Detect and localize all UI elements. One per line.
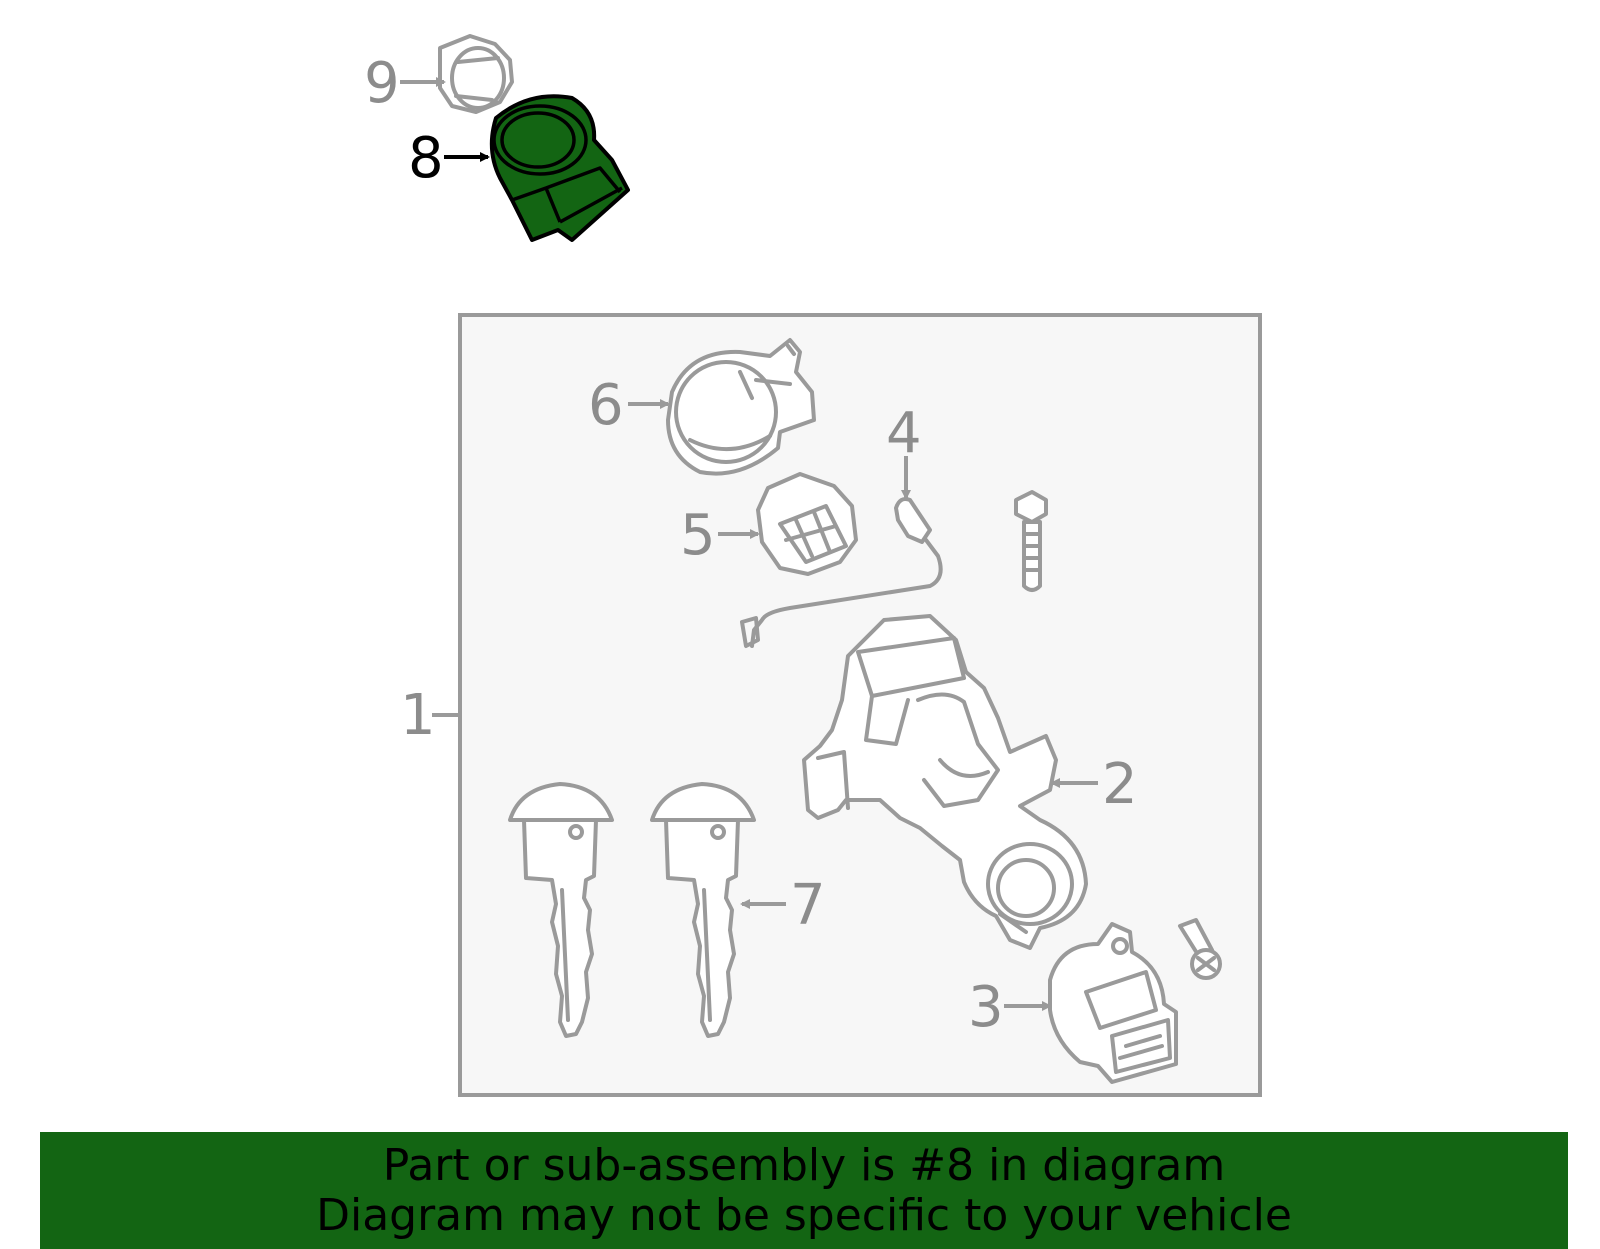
banner-line-1: Part or sub-assembly is #8 in diagram — [382, 1139, 1226, 1191]
callout-4: 4 — [886, 401, 922, 466]
screw — [1178, 918, 1222, 980]
part-6-bracket[interactable] — [666, 338, 816, 476]
part-8-housing[interactable] — [489, 94, 630, 242]
bolt — [1014, 490, 1048, 592]
callout-9: 9 — [364, 51, 400, 116]
part-7-key-left[interactable] — [508, 782, 614, 1038]
callout-5: 5 — [680, 503, 716, 568]
callout-1: 1 — [400, 683, 436, 748]
banner-line-2: Diagram may not be specific to your vehi… — [316, 1189, 1292, 1241]
callout-2: 2 — [1102, 752, 1138, 817]
callout-3: 3 — [968, 975, 1004, 1040]
callout-6: 6 — [588, 373, 624, 438]
part-9-sleeve[interactable] — [438, 34, 514, 114]
callout-8: 8 — [408, 126, 444, 191]
info-banner: Part or sub-assembly is #8 in diagram Di… — [40, 1132, 1568, 1249]
part-2-lock-housing[interactable] — [802, 614, 1088, 950]
part-3-sensor[interactable] — [1048, 922, 1178, 1084]
callout-7: 7 — [790, 873, 826, 938]
part-7-key-right[interactable] — [650, 782, 756, 1038]
part-5-switch[interactable] — [756, 472, 858, 576]
part-4-lamp-wire[interactable] — [740, 497, 943, 648]
